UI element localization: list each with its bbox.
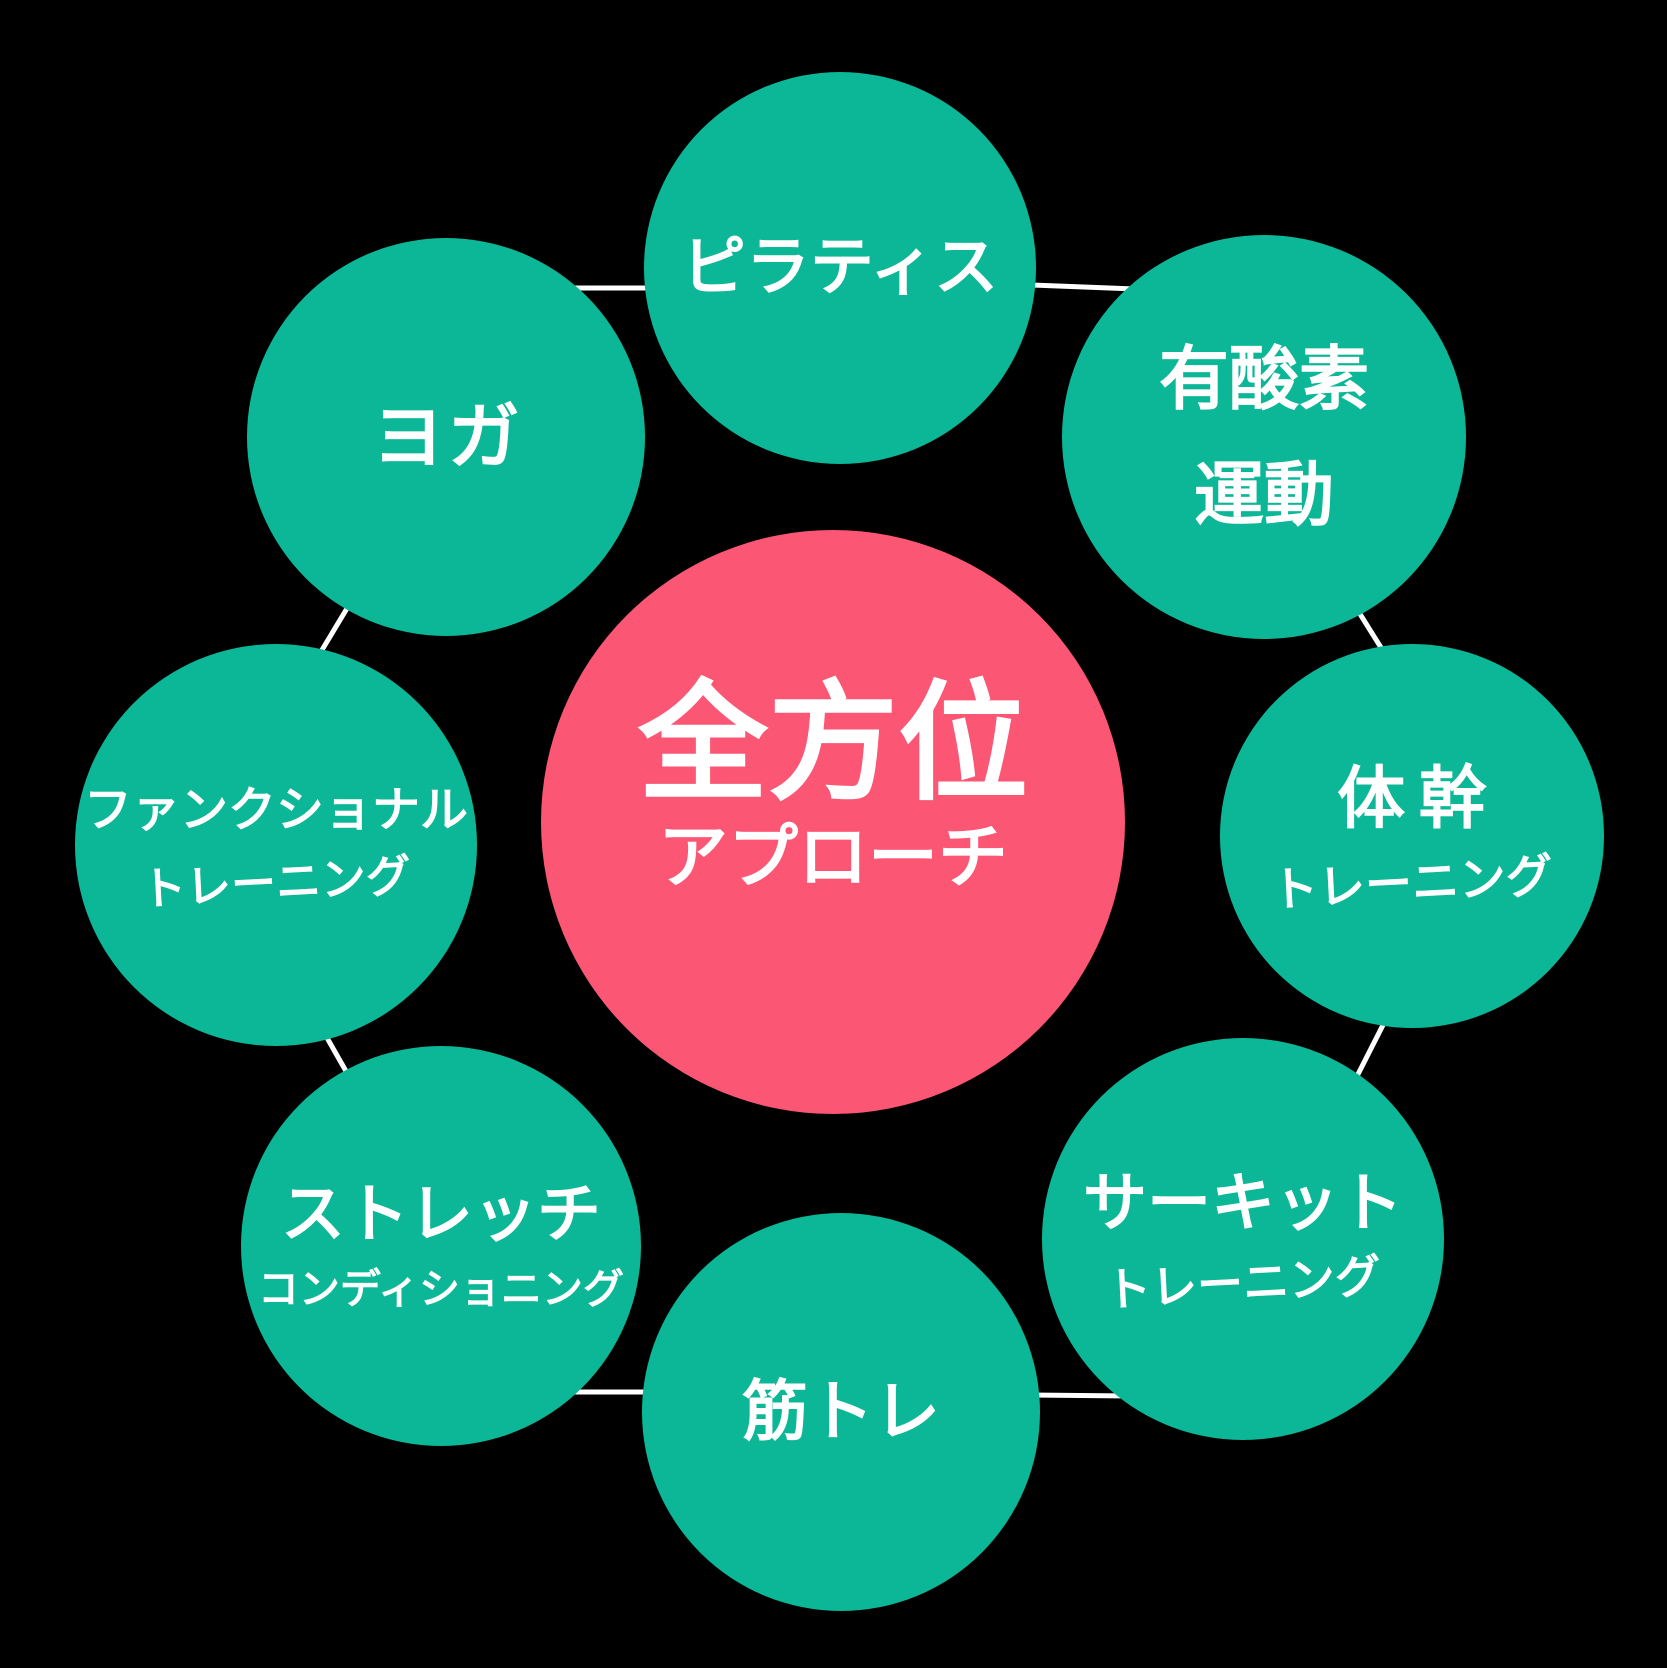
core-label-line2: トレーニング: [1269, 848, 1555, 918]
pilates-label: ピラティス: [681, 231, 999, 305]
circuit-label-line1: サーキット: [1083, 1167, 1403, 1241]
stretch-label-line1: ストレッチ: [281, 1177, 601, 1252]
aerobic-label-line2: 運動: [1194, 454, 1334, 536]
node-aerobic-exercise: 有酸素 運動: [1062, 235, 1466, 639]
aerobic-label-line1: 有酸素: [1159, 338, 1369, 420]
yoga-label: ヨガ: [372, 395, 524, 479]
strength-label: 筋トレ: [742, 1373, 940, 1450]
node-stretch-conditioning: ストレッチ コンディショニング: [241, 1046, 641, 1446]
node-pilates: ピラティス: [644, 72, 1036, 464]
functional-label-line2: トレーニング: [139, 848, 413, 916]
node-yoga: ヨガ: [247, 238, 645, 636]
core-label-line1: 体幹: [1337, 759, 1501, 839]
center-title: 全方位: [637, 667, 1028, 819]
node-functional-training: ファンクショナル トレーニング: [75, 644, 477, 1046]
stretch-label-line2: コンディショニング: [257, 1264, 625, 1313]
connector-circuit-strength: [1027, 1392, 1133, 1399]
functional-label-line1: ファンクショナル: [83, 781, 468, 838]
node-strength-training: 筋トレ: [642, 1213, 1040, 1611]
circuit-label-line2: トレーニング: [1103, 1248, 1383, 1318]
node-circuit-training: サーキット トレーニング: [1042, 1038, 1444, 1440]
center-subtitle: アプローチ: [658, 816, 1008, 898]
node-core-training: 体幹 トレーニング: [1220, 644, 1604, 1028]
center-circle: 全方位 アプローチ: [541, 530, 1125, 1114]
